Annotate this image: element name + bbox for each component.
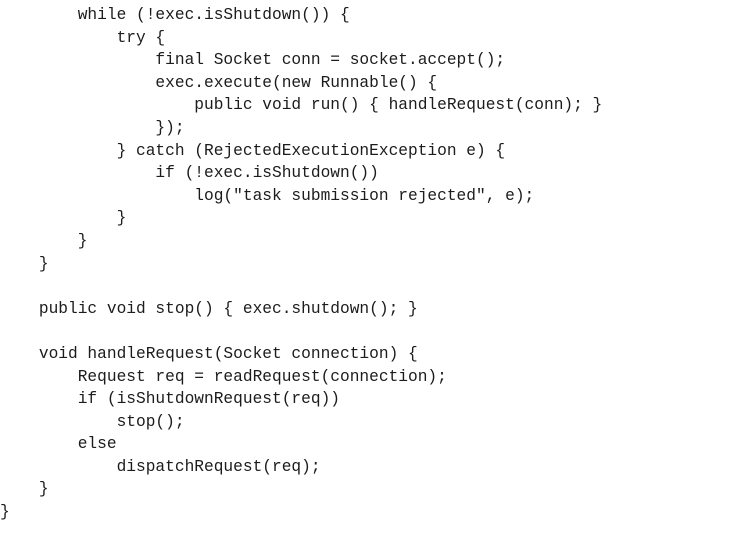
code-line: Request req = readRequest(connection); <box>0 367 447 386</box>
code-line: } <box>0 231 88 250</box>
code-line: } <box>0 254 49 273</box>
code-line: public void run() { handleRequest(conn);… <box>0 96 603 115</box>
code-line: }); <box>0 118 185 137</box>
code-line: final Socket conn = socket.accept(); <box>0 51 506 70</box>
code-line: } <box>0 480 49 499</box>
code-line: else <box>0 435 117 454</box>
code-line: try { <box>0 28 166 47</box>
code-line <box>0 320 602 343</box>
code-line: while (!exec.isShutdown()) { <box>0 6 350 24</box>
code-line: exec.execute(new Runnable() { <box>0 73 438 92</box>
code-line: if (isShutdownRequest(req)) <box>0 390 340 409</box>
code-line: } <box>0 209 127 228</box>
code-line: if (!exec.isShutdown()) <box>0 164 379 183</box>
code-listing: while (!exec.isShutdown()) { try { final… <box>0 4 602 524</box>
code-line: } catch (RejectedExecutionException e) { <box>0 141 506 160</box>
code-line: } <box>0 503 10 522</box>
code-line <box>0 275 602 298</box>
code-line: stop(); <box>0 412 185 431</box>
code-line: void handleRequest(Socket connection) { <box>0 344 418 363</box>
code-line: public void stop() { exec.shutdown(); } <box>0 299 418 318</box>
code-line: log("task submission rejected", e); <box>0 186 535 205</box>
code-line: dispatchRequest(req); <box>0 457 321 476</box>
